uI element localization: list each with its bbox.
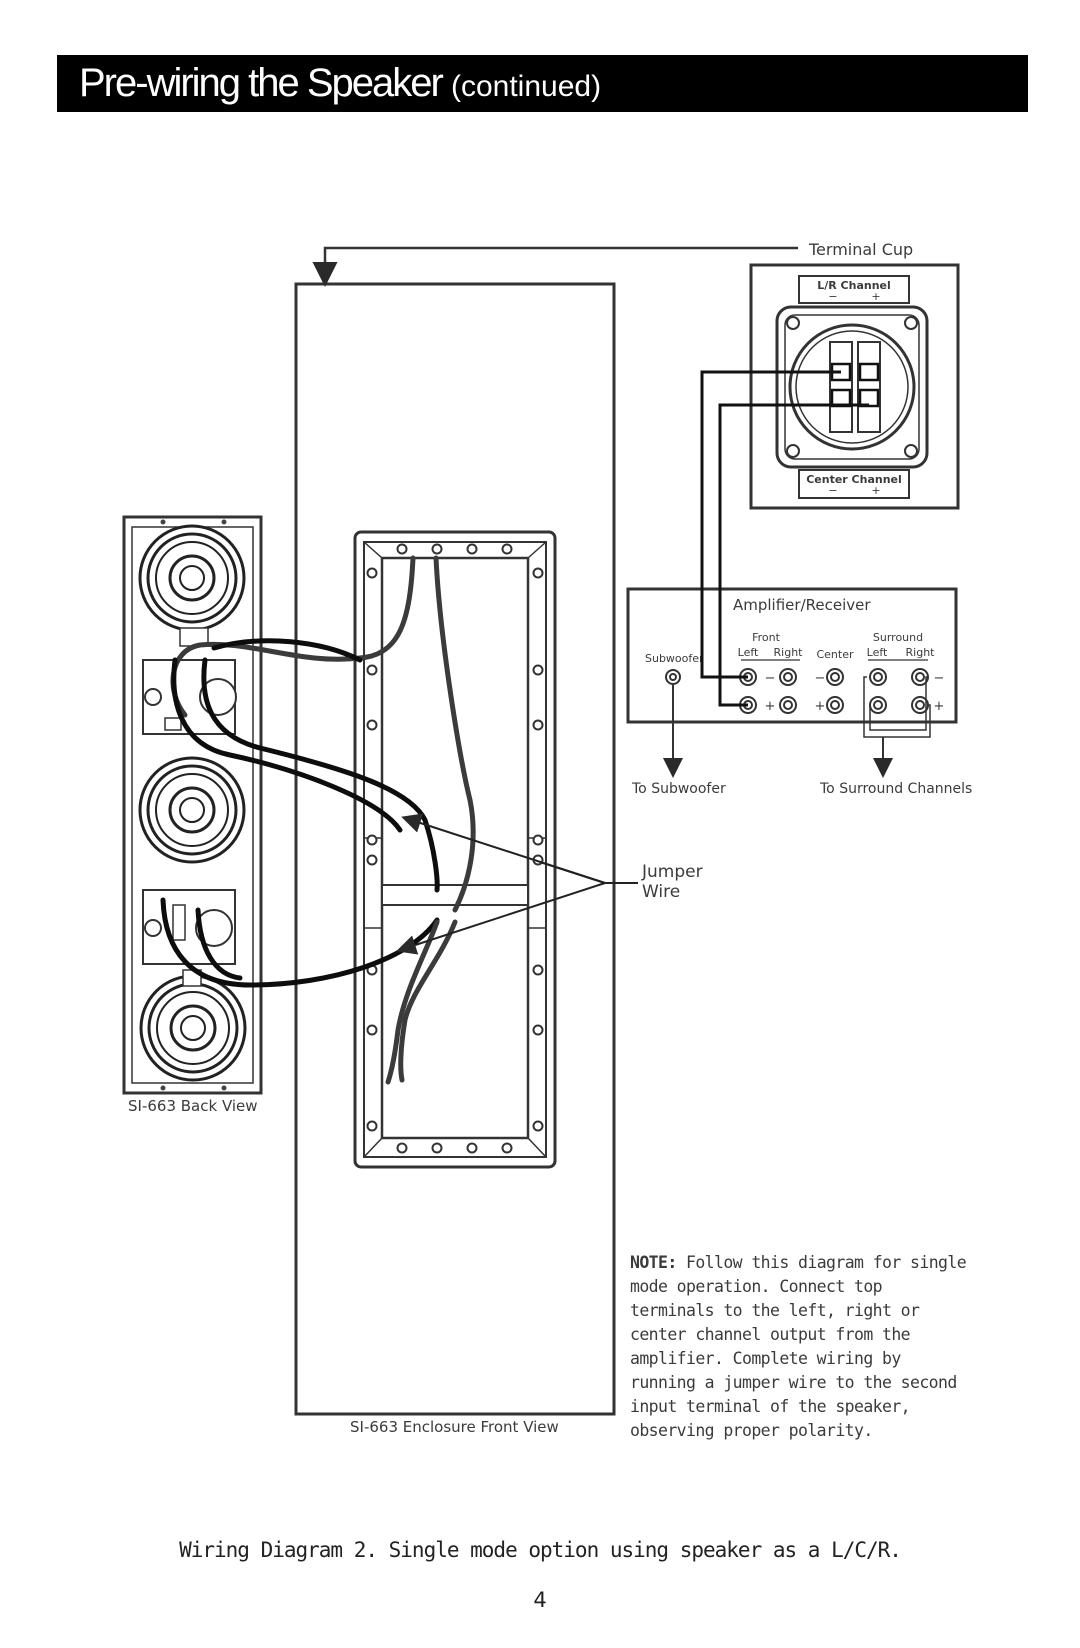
lr-channel-label: L/R Channel [817, 279, 891, 292]
enclosure-outline [294, 282, 616, 1416]
page-subtitle: (continued) [450, 70, 602, 103]
to-subwoofer-label: To Subwoofer [631, 781, 726, 797]
back-view-label: SI-663 Back View [128, 1097, 258, 1115]
svg-text:−: − [828, 290, 837, 303]
amplifier-wires [700, 370, 869, 707]
enclosure-front-frame [353, 530, 557, 1169]
svg-text:−: − [815, 671, 826, 686]
svg-text:Right: Right [906, 646, 936, 659]
svg-text:+: + [871, 484, 880, 497]
svg-text:Left: Left [738, 646, 759, 659]
terminal-cup: L/R Channel − + Center Channel − + [749, 263, 960, 510]
center-channel-label: Center Channel [806, 473, 902, 486]
svg-text:Surround: Surround [873, 631, 923, 644]
page-number: 4 [533, 1588, 547, 1612]
svg-text:−: − [765, 671, 776, 686]
jumper-wire-pointer [396, 813, 638, 955]
svg-text:−: − [828, 484, 837, 497]
svg-text:+: + [934, 699, 945, 714]
svg-text:−: − [934, 671, 945, 686]
note-lead: NOTE: [630, 1253, 677, 1272]
to-surround-label: To Surround Channels [819, 781, 972, 797]
svg-text:Left: Left [867, 646, 888, 659]
front-view-label: SI-663 Enclosure Front View [350, 1418, 559, 1436]
amplifier-label: Amplifier/Receiver [733, 596, 871, 614]
amplifier-receiver: Amplifier/Receiver Front Surround Subwoo… [626, 587, 958, 738]
svg-text:+: + [815, 699, 826, 714]
page-header: Pre-wiring the Speaker (continued) [57, 55, 1028, 112]
svg-text:+: + [765, 699, 776, 714]
speaker-wires [160, 555, 476, 1085]
jumper-label: Jumper [641, 862, 703, 882]
speaker-back-view [122, 515, 263, 1095]
wire-label: Wire [642, 882, 680, 902]
note-text: NOTE: Follow this diagram for single mod… [630, 1251, 970, 1443]
page-title: Pre-wiring the Speaker (continued) [79, 61, 602, 105]
terminal-cup-label: Terminal Cup [808, 240, 913, 259]
svg-text:Center: Center [816, 648, 854, 661]
svg-text:Subwoofer: Subwoofer [645, 652, 704, 665]
note-body: Follow this diagram for single mode oper… [630, 1253, 967, 1440]
svg-text:Right: Right [774, 646, 804, 659]
svg-text:+: + [871, 290, 880, 303]
figure-caption: Wiring Diagram 2. Single mode option usi… [179, 1538, 902, 1562]
svg-text:Front: Front [752, 631, 781, 644]
